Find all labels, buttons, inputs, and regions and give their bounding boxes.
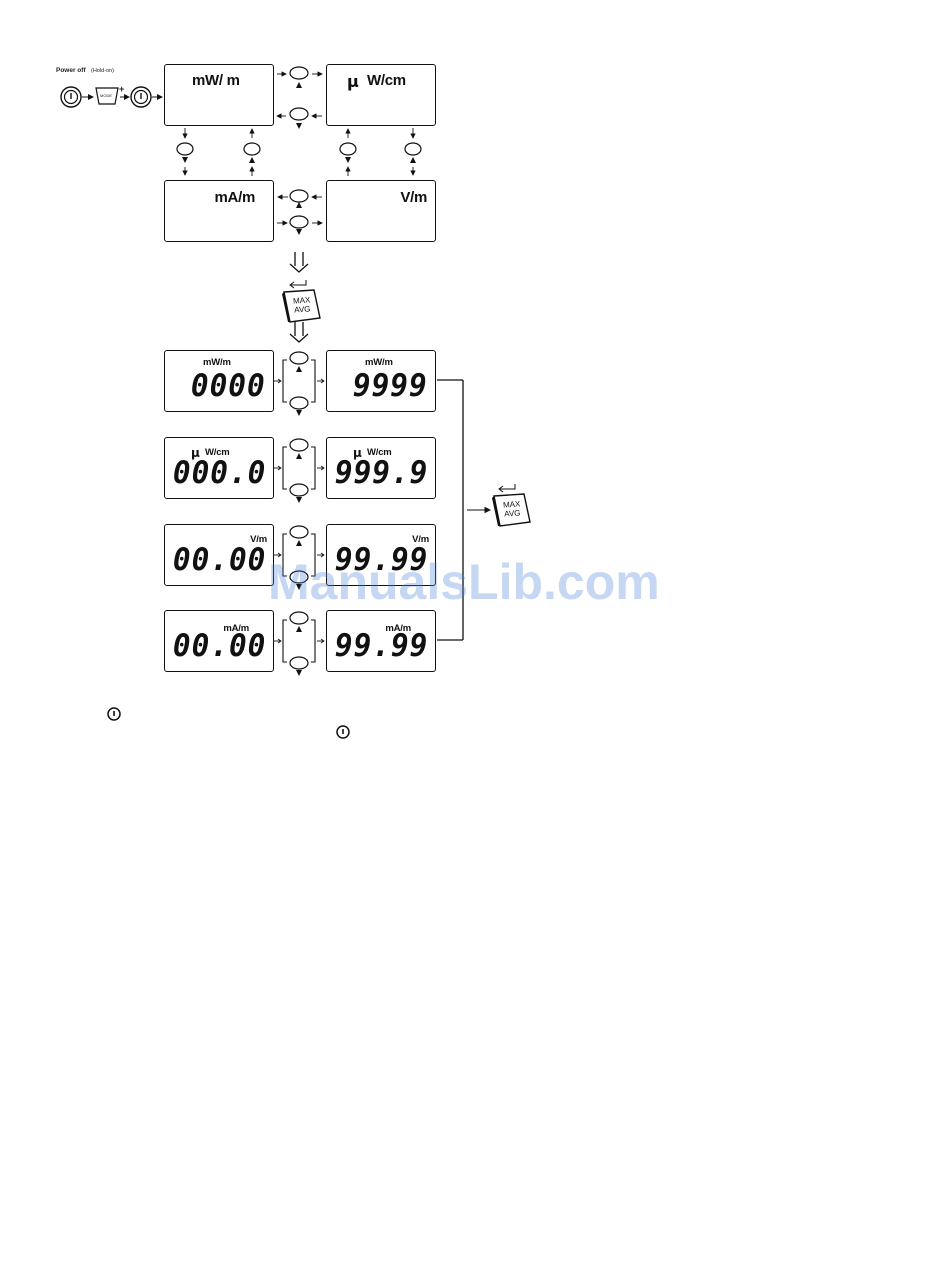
display-uw-cm: μ W/cm — [326, 64, 436, 126]
range-max-value: 99.99 — [335, 545, 428, 576]
display-ma-m: mA/m — [164, 180, 274, 242]
power-off-label: Power off — [56, 67, 86, 74]
max-avg-key-right: MAX AVG — [496, 499, 527, 519]
range-unit: mW/m — [365, 357, 393, 368]
range-row-key-group — [274, 439, 324, 503]
display-unit: mW/ m — [192, 72, 240, 89]
range-row-keys — [274, 352, 324, 676]
range-max-value: 99.99 — [335, 631, 428, 662]
mode-key-label: MODE — [100, 93, 112, 98]
display-unit: W/cm — [367, 72, 406, 89]
range-unit: mW/m — [203, 357, 231, 368]
max-avg-key-center: MAX AVG — [286, 295, 317, 315]
plus-sign: + — [119, 84, 124, 94]
double-arrow-down — [290, 252, 308, 288]
top-row-keys — [277, 67, 322, 129]
range-max-value: 999.9 — [335, 458, 428, 489]
hold-on-label: (Hold-on) — [91, 68, 114, 74]
range-max-value: 9999 — [353, 371, 428, 402]
return-bracket — [437, 380, 490, 640]
range-row-key-group — [274, 612, 324, 676]
range-min-value: 00.00 — [173, 545, 266, 576]
vertical-keys — [177, 128, 421, 176]
micro-prefix: μ — [347, 72, 359, 91]
footnote-power-icons — [108, 708, 349, 738]
display-unit: mA/m — [215, 189, 255, 206]
display-unit: V/m — [400, 189, 427, 206]
display-mw-m: mW/ m — [164, 64, 274, 126]
range-min-value: 0000 — [191, 371, 266, 402]
range-min-value: 00.00 — [173, 631, 266, 662]
range-display-min: mW/m 0000 — [164, 350, 274, 412]
second-row-keys — [277, 190, 322, 235]
range-row-key-group — [274, 352, 324, 416]
range-min-value: 000.0 — [173, 458, 266, 489]
display-v-m: V/m — [326, 180, 436, 242]
range-row-key-group — [274, 526, 324, 590]
range-display-max: mW/m 9999 — [326, 350, 436, 412]
